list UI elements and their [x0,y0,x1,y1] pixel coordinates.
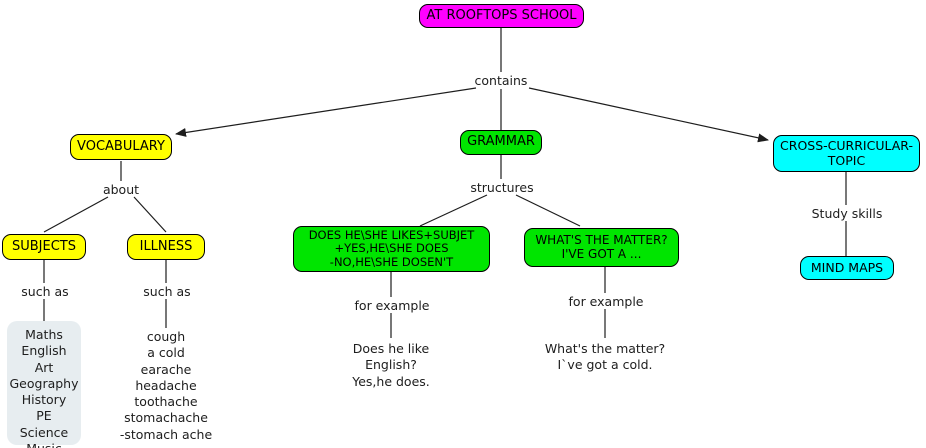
node-illness[interactable]: ILLNESS [127,234,205,260]
node-grammar[interactable]: GRAMMAR [460,130,542,155]
line-about-subjects [43,196,109,233]
link-label-for-example-likes: for example [354,298,430,313]
node-mind-maps[interactable]: MIND MAPS [800,256,894,280]
link-label-about: about [102,182,140,197]
link-label-for-example-matter: for example [568,294,644,309]
node-subjects[interactable]: SUBJECTS [2,234,86,260]
list-subjects: Maths English Art Geography History PE S… [7,321,81,448]
line-structures-matter [515,194,581,227]
example-matter: What's the matter? I`ve got a cold. [544,341,666,373]
link-label-study-skills: Study skills [811,206,883,221]
link-label-such-as-subjects: such as [21,284,69,299]
line-about-illness [133,196,167,233]
line-contains-vocabulary [175,87,477,137]
link-label-such-as-illness: such as [143,284,191,299]
node-vocabulary[interactable]: VOCABULARY [70,134,172,160]
node-cross-curricular-topic[interactable]: CROSS-CURRICULAR- TOPIC [773,135,920,172]
node-structure-matter[interactable]: WHAT'S THE MATTER? I'VE GOT A ... [524,228,679,267]
line-structures-likes [419,194,488,227]
line-contains-cross-curricular [528,87,769,143]
example-likes: Does he like English? Yes,he does. [352,341,430,389]
list-illness: cough a cold earache headache toothache … [119,329,213,442]
link-label-structures: structures [470,180,534,195]
node-structure-likes[interactable]: DOES HE\SHE LIKES+SUBJET +YES,HE\SHE DOE… [293,226,490,272]
link-label-contains: contains [474,73,528,88]
node-root[interactable]: AT ROOFTOPS SCHOOL [419,4,584,28]
